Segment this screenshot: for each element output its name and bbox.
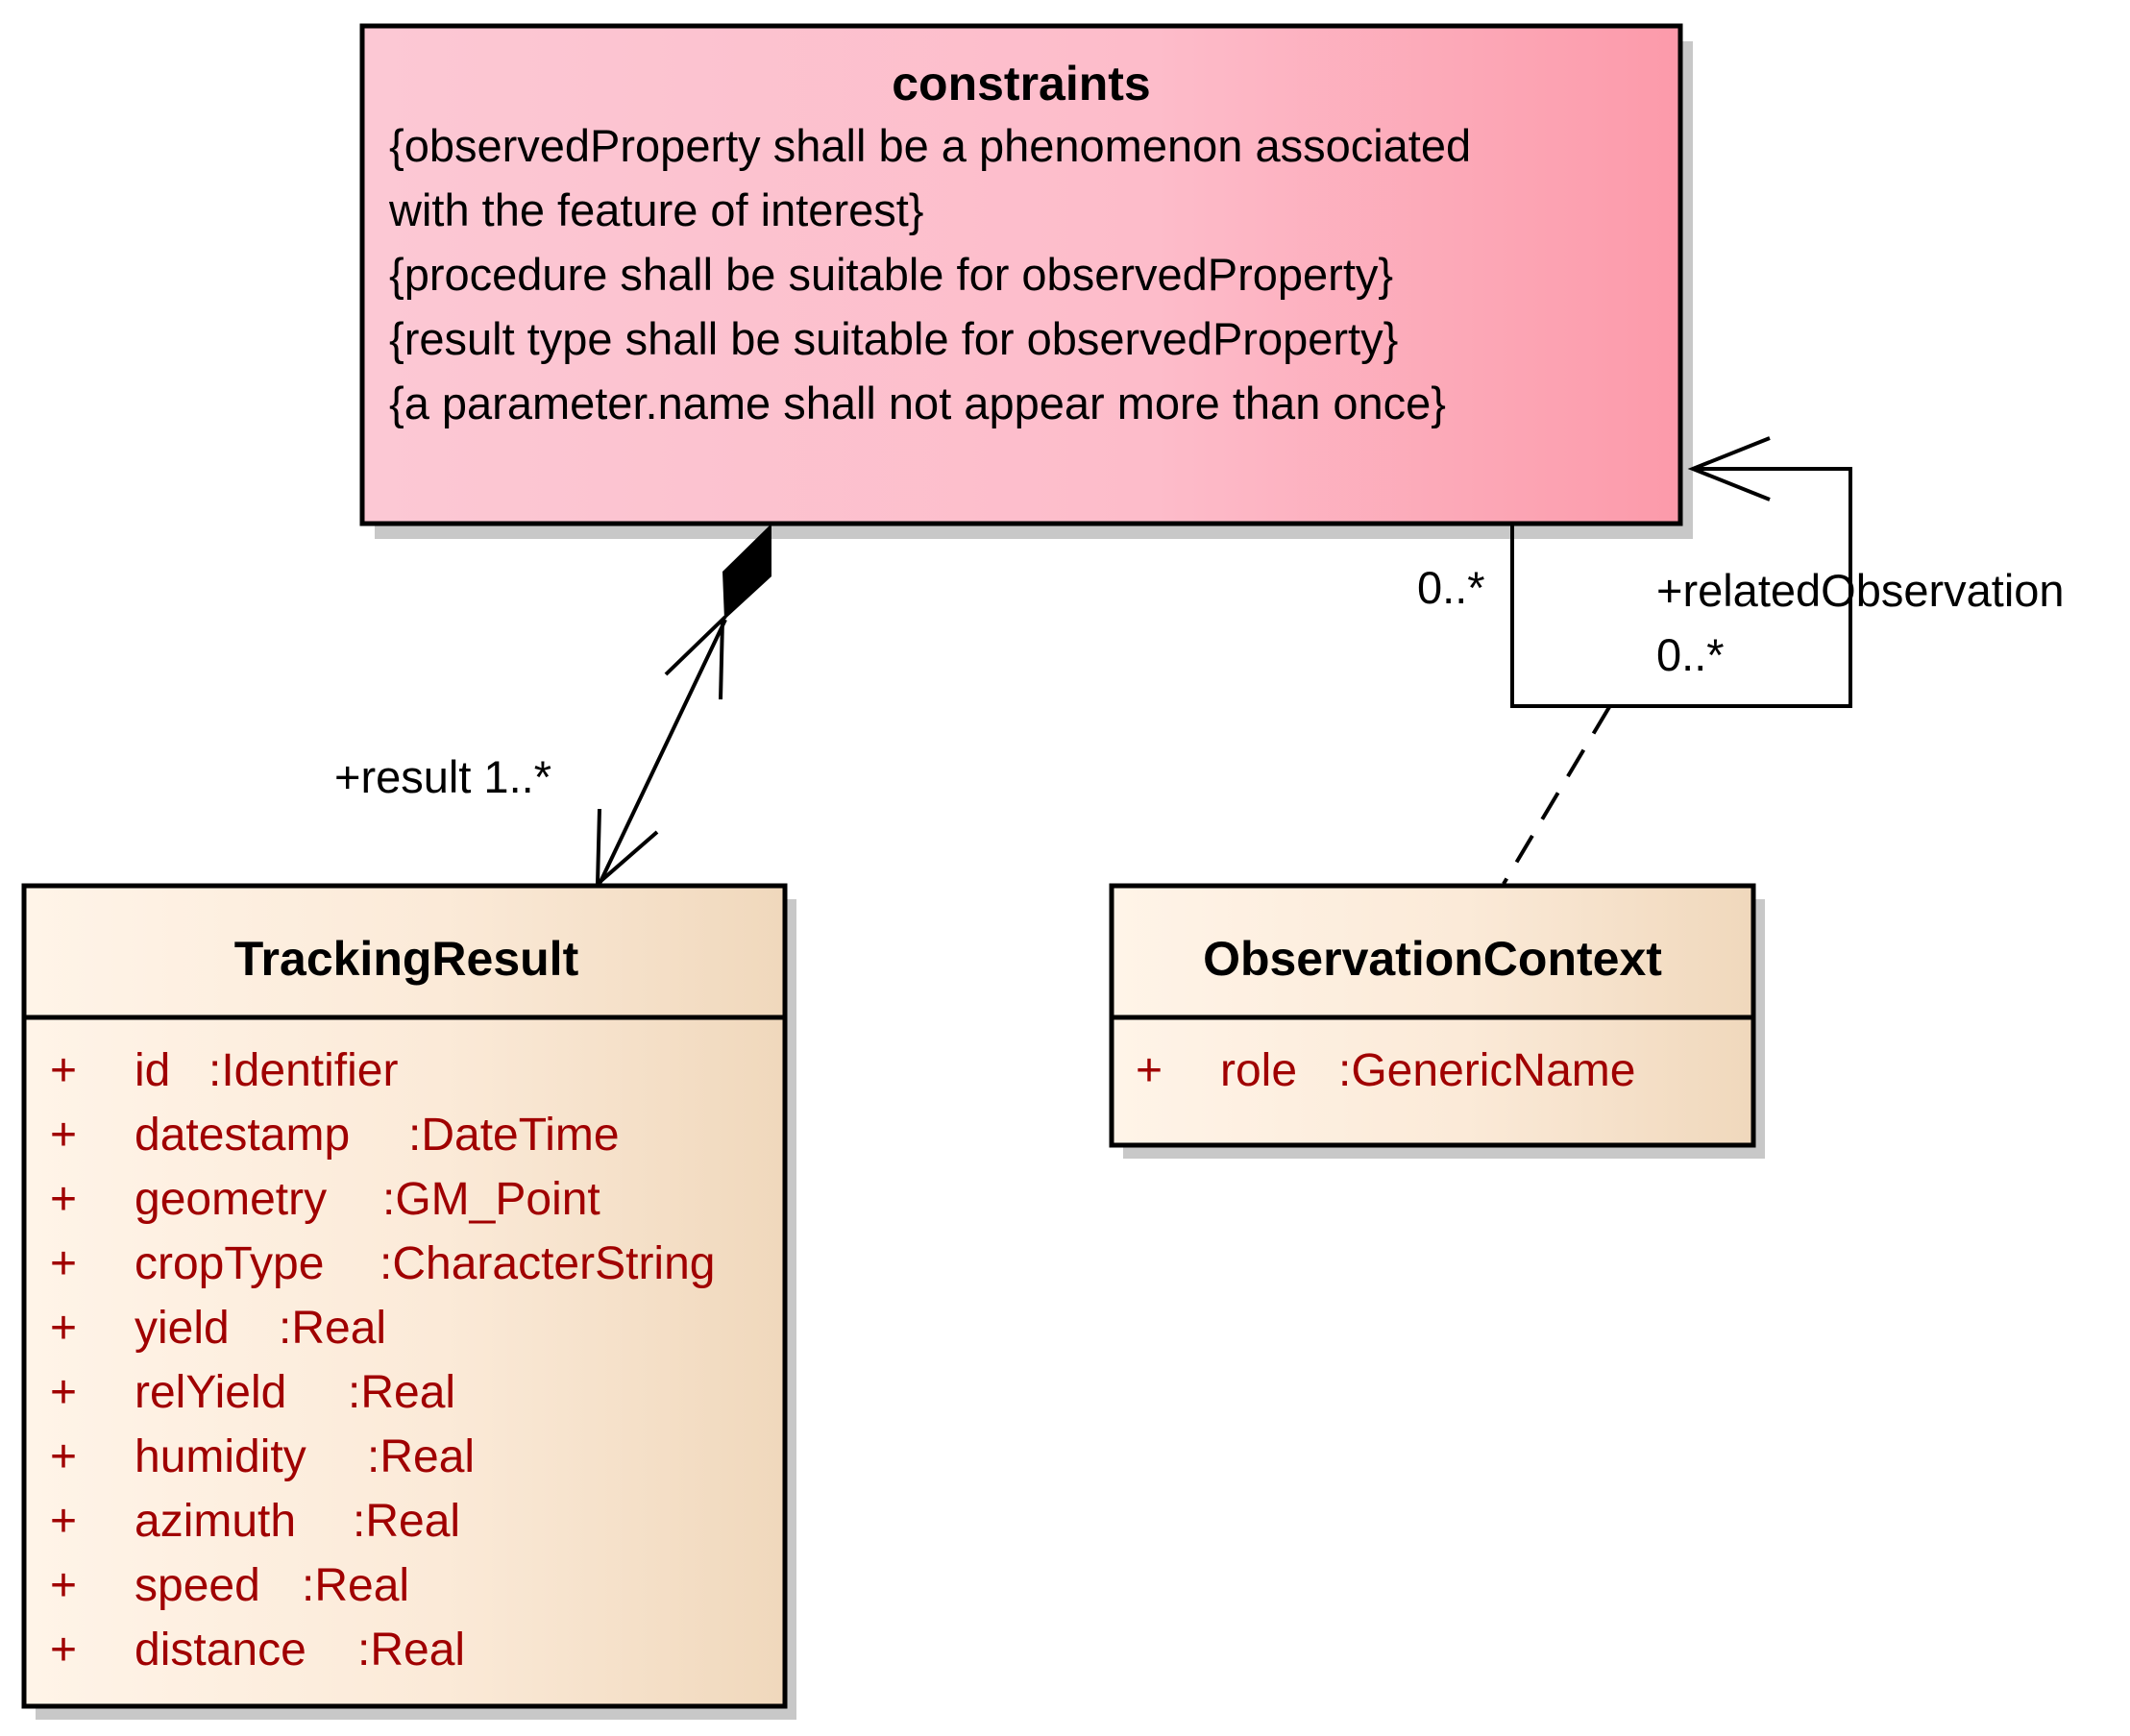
tracking-result-fill xyxy=(24,886,785,1706)
related-observation-arrow-icon xyxy=(1687,436,1771,501)
tracking-result-attr-name-2: geometry xyxy=(135,1174,327,1225)
source-open-arrow-icon-2 xyxy=(664,615,727,676)
tracking-result-attr-visibility-5: + xyxy=(50,1367,77,1418)
tracking-result-border xyxy=(21,883,788,1709)
tracking-result-attr-type-8: :Real xyxy=(302,1560,409,1611)
observation-context-attr-type-0: :GenericName xyxy=(1338,1045,1635,1096)
tracking-result-attr-name-4: yield xyxy=(135,1303,230,1354)
constraint-line-2: with the feature of interest} xyxy=(388,184,924,235)
tracking-result-attr-type-9: :Real xyxy=(357,1625,465,1675)
self-target-multiplicity: 0..* xyxy=(1656,629,1725,680)
constraint-line-4: {result type shall be suitable for obser… xyxy=(389,313,1398,364)
tracking-result-attr-type-0: :Identifier xyxy=(208,1045,398,1096)
result-association[interactable]: +result 1..* xyxy=(334,524,771,889)
observation-context-title: ObservationContext xyxy=(1203,932,1662,986)
constraint-line-5: {a parameter.name shall not appear more … xyxy=(389,378,1446,428)
tracking-result-attr-visibility-2: + xyxy=(50,1174,77,1225)
tracking-result-attr-visibility-3: + xyxy=(50,1238,77,1289)
result-open-arrow-icon xyxy=(595,808,659,889)
related-observation-association[interactable]: 0..* +relatedObservation 0..* xyxy=(1417,436,2065,708)
self-association-line xyxy=(1510,467,1852,708)
tracking-result-attr-type-5: :Real xyxy=(348,1367,455,1418)
tracking-result-attr-name-6: humidity xyxy=(135,1431,306,1482)
related-observation-role-label: +relatedObservation xyxy=(1656,565,2065,616)
tracking-result-attr-name-0: id xyxy=(135,1045,170,1096)
observation-context-attr-visibility-0: + xyxy=(1136,1045,1163,1096)
constraint-line-1: {observedProperty shall be a phenomenon … xyxy=(389,120,1471,171)
association-class-dashed-link xyxy=(1502,705,1611,886)
constraints-box-fill xyxy=(362,26,1680,524)
constraints-title: constraints xyxy=(892,57,1151,110)
result-role-label: +result 1..* xyxy=(334,751,551,802)
tracking-result-title: TrackingResult xyxy=(234,932,579,986)
observation-context-class-box[interactable]: ObservationContext + role :GenericName xyxy=(1109,883,1765,1159)
tracking-result-attr-visibility-8: + xyxy=(50,1560,77,1611)
tracking-result-attr-type-2: :GM_Point xyxy=(382,1174,600,1225)
source-open-arrow-icon xyxy=(719,619,724,700)
tracking-result-attr-visibility-1: + xyxy=(50,1110,77,1161)
tracking-result-attr-type-4: :Real xyxy=(279,1303,386,1354)
result-association-line xyxy=(598,619,727,885)
tracking-result-attr-type-1: :DateTime xyxy=(408,1110,620,1161)
tracking-result-attr-visibility-0: + xyxy=(50,1045,77,1096)
tracking-result-attr-visibility-4: + xyxy=(50,1303,77,1354)
tracking-result-attr-name-7: azimuth xyxy=(135,1496,296,1547)
observation-context-attr-name-0: role xyxy=(1220,1045,1297,1096)
self-source-multiplicity: 0..* xyxy=(1417,562,1485,613)
tracking-result-attr-type-3: :CharacterString xyxy=(379,1238,715,1289)
tracking-result-attr-name-1: datestamp xyxy=(135,1110,350,1161)
tracking-result-attr-type-6: :Real xyxy=(367,1431,475,1482)
tracking-result-attr-visibility-7: + xyxy=(50,1496,77,1547)
tracking-result-attr-name-9: distance xyxy=(135,1625,306,1675)
tracking-result-attr-visibility-9: + xyxy=(50,1625,77,1675)
composition-diamond-icon xyxy=(722,524,771,620)
tracking-result-attr-type-7: :Real xyxy=(353,1496,460,1547)
tracking-result-attr-name-5: relYield xyxy=(135,1367,286,1418)
constraints-box-border xyxy=(359,23,1683,526)
observation-context-attributes: + role :GenericName xyxy=(1136,1045,1635,1096)
tracking-result-attr-visibility-6: + xyxy=(50,1431,77,1482)
tracking-result-class-box[interactable]: TrackingResult + id :Identifier + datestamp:… xyxy=(21,883,796,1720)
tracking-result-attributes: + id :Identifier + datestamp :DateTime + geomet… xyxy=(50,1045,715,1675)
tracking-result-attr-name-3: cropType xyxy=(135,1238,324,1289)
constraints-class-box[interactable]: constraints {observedProperty shall be a… xyxy=(359,23,1693,539)
constraint-line-3: {procedure shall be suitable for observe… xyxy=(389,249,1393,300)
tracking-result-attr-name-8: speed xyxy=(135,1560,260,1611)
